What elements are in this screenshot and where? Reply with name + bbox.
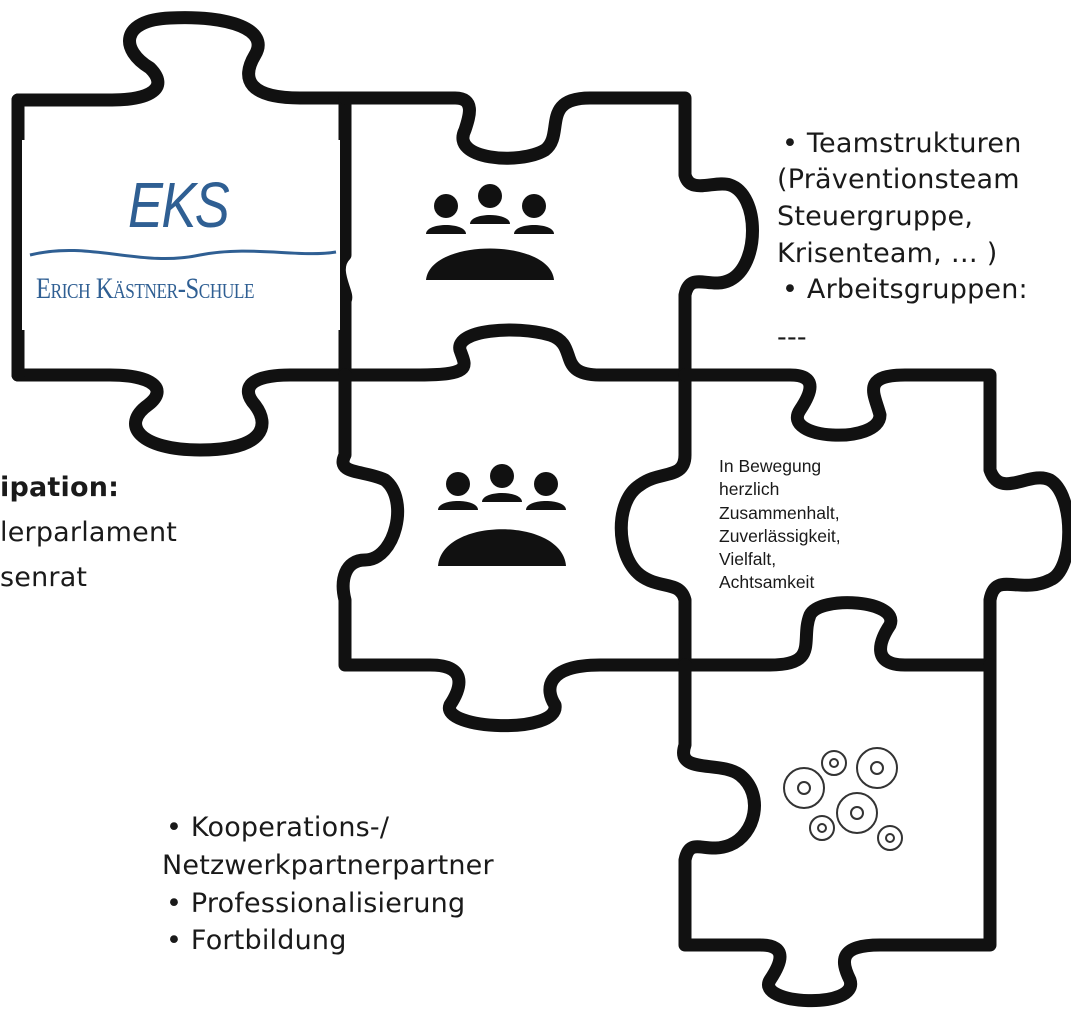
cooperation-line2: Netzwerkpartnerpartner <box>162 850 494 881</box>
cooperation-line1: Kooperations-/ <box>166 810 389 846</box>
values-line5: Vielfalt, <box>719 549 777 569</box>
team-structures-line1: Teamstrukturen <box>782 126 1022 162</box>
values-line3: Zusammenhalt, <box>719 503 840 523</box>
gears-icon <box>783 747 903 851</box>
group-meeting-icon <box>426 184 554 280</box>
puzzle-piece-gears <box>677 658 997 1008</box>
values-line6: Achtsamkeit <box>719 572 815 592</box>
puzzle-piece-team <box>338 91 759 382</box>
team-structures-line4: Krisenteam, … ) <box>777 238 998 269</box>
cooperation-line4: Fortbildung <box>166 923 347 959</box>
participation-line1: lerparlament <box>0 517 178 548</box>
puzzle-piece-values <box>678 368 1071 672</box>
team-structures-line5: Arbeitsgruppen: <box>782 272 1028 308</box>
team-structures-line3: Steuergruppe, <box>777 201 974 232</box>
team-structures-line2: (Präventionsteam <box>777 164 1020 195</box>
participation-line2: senrat <box>0 562 88 593</box>
values-line2: herzlich <box>719 479 780 499</box>
group-meeting-icon <box>438 464 566 566</box>
logo-subtitle: Erich Kästner-Schule <box>36 272 255 305</box>
participation-heading: ipation: <box>0 472 120 503</box>
team-structures-line6: --- <box>777 322 807 353</box>
puzzle-piece-culture <box>336 368 692 733</box>
values-line4: Zuverlässigkeit, <box>719 526 841 546</box>
logo-title: EKS <box>128 169 230 241</box>
values-line1: In Bewegung <box>719 456 822 476</box>
cooperation-line3: Professionalisierung <box>166 886 465 922</box>
